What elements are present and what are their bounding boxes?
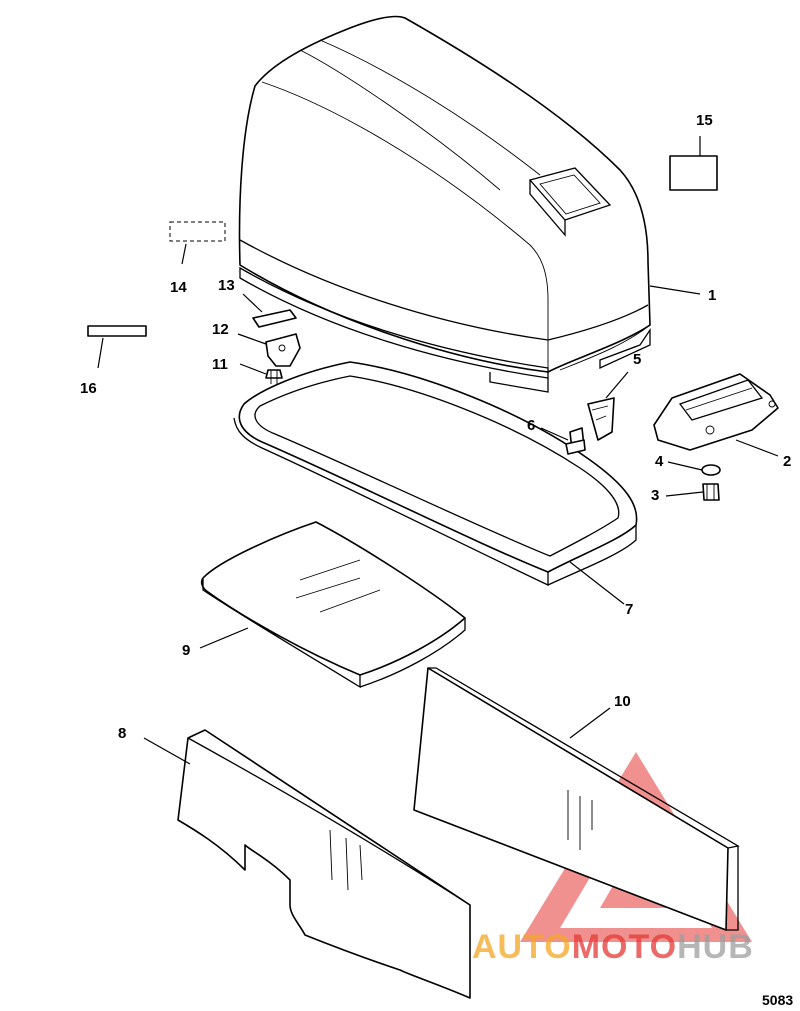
callout-9: 9 [182,642,190,659]
part-13-plate [252,309,297,328]
part-6-screw [565,427,586,455]
callout-10: 10 [614,693,631,710]
callout-7: 7 [625,601,633,618]
callout-16: 16 [80,380,97,397]
callout-3: 3 [651,487,659,504]
part-10-panel [413,667,740,931]
callout-2: 2 [783,453,791,470]
part-12-bracket [265,333,301,367]
watermark-text-auto: AUTO [472,928,572,966]
part-1-top-cowl [238,15,651,393]
part-4-washer [701,464,721,476]
callout-4: 4 [655,453,664,470]
callout-5: 5 [633,351,641,368]
part-16-decal [87,325,147,337]
watermark-text-moto: MOTO [572,928,677,966]
leader-lines [97,136,779,765]
part-9-pad [200,521,466,689]
callout-6: 6 [527,417,535,434]
callout-1: 1 [708,287,716,304]
part-11-screw [265,369,283,384]
callout-14: 14 [170,279,187,296]
part-2-latch [653,373,779,451]
watermark-text: AUTOMOTOHUB [472,928,754,966]
callout-11: 11 [212,356,228,373]
callout-labels: 1 2 3 4 5 6 7 8 9 10 11 12 13 14 15 16 [80,112,791,742]
part-5-latch-clip [587,397,615,441]
watermark-text-hub: HUB [677,928,754,966]
figure-number: 5083 [762,992,793,1008]
callout-8: 8 [118,725,126,742]
part-7-seal-frame [233,361,638,587]
part-14-decal [169,221,226,242]
callout-15: 15 [696,112,713,129]
callout-12: 12 [212,321,229,338]
part-3-screw [702,483,720,501]
part-15-decal [669,155,718,191]
part-8-pad [177,729,471,999]
callout-13: 13 [218,277,235,294]
svg-text:AUTOMOTOHUB: AUTOMOTOHUB [472,928,754,966]
